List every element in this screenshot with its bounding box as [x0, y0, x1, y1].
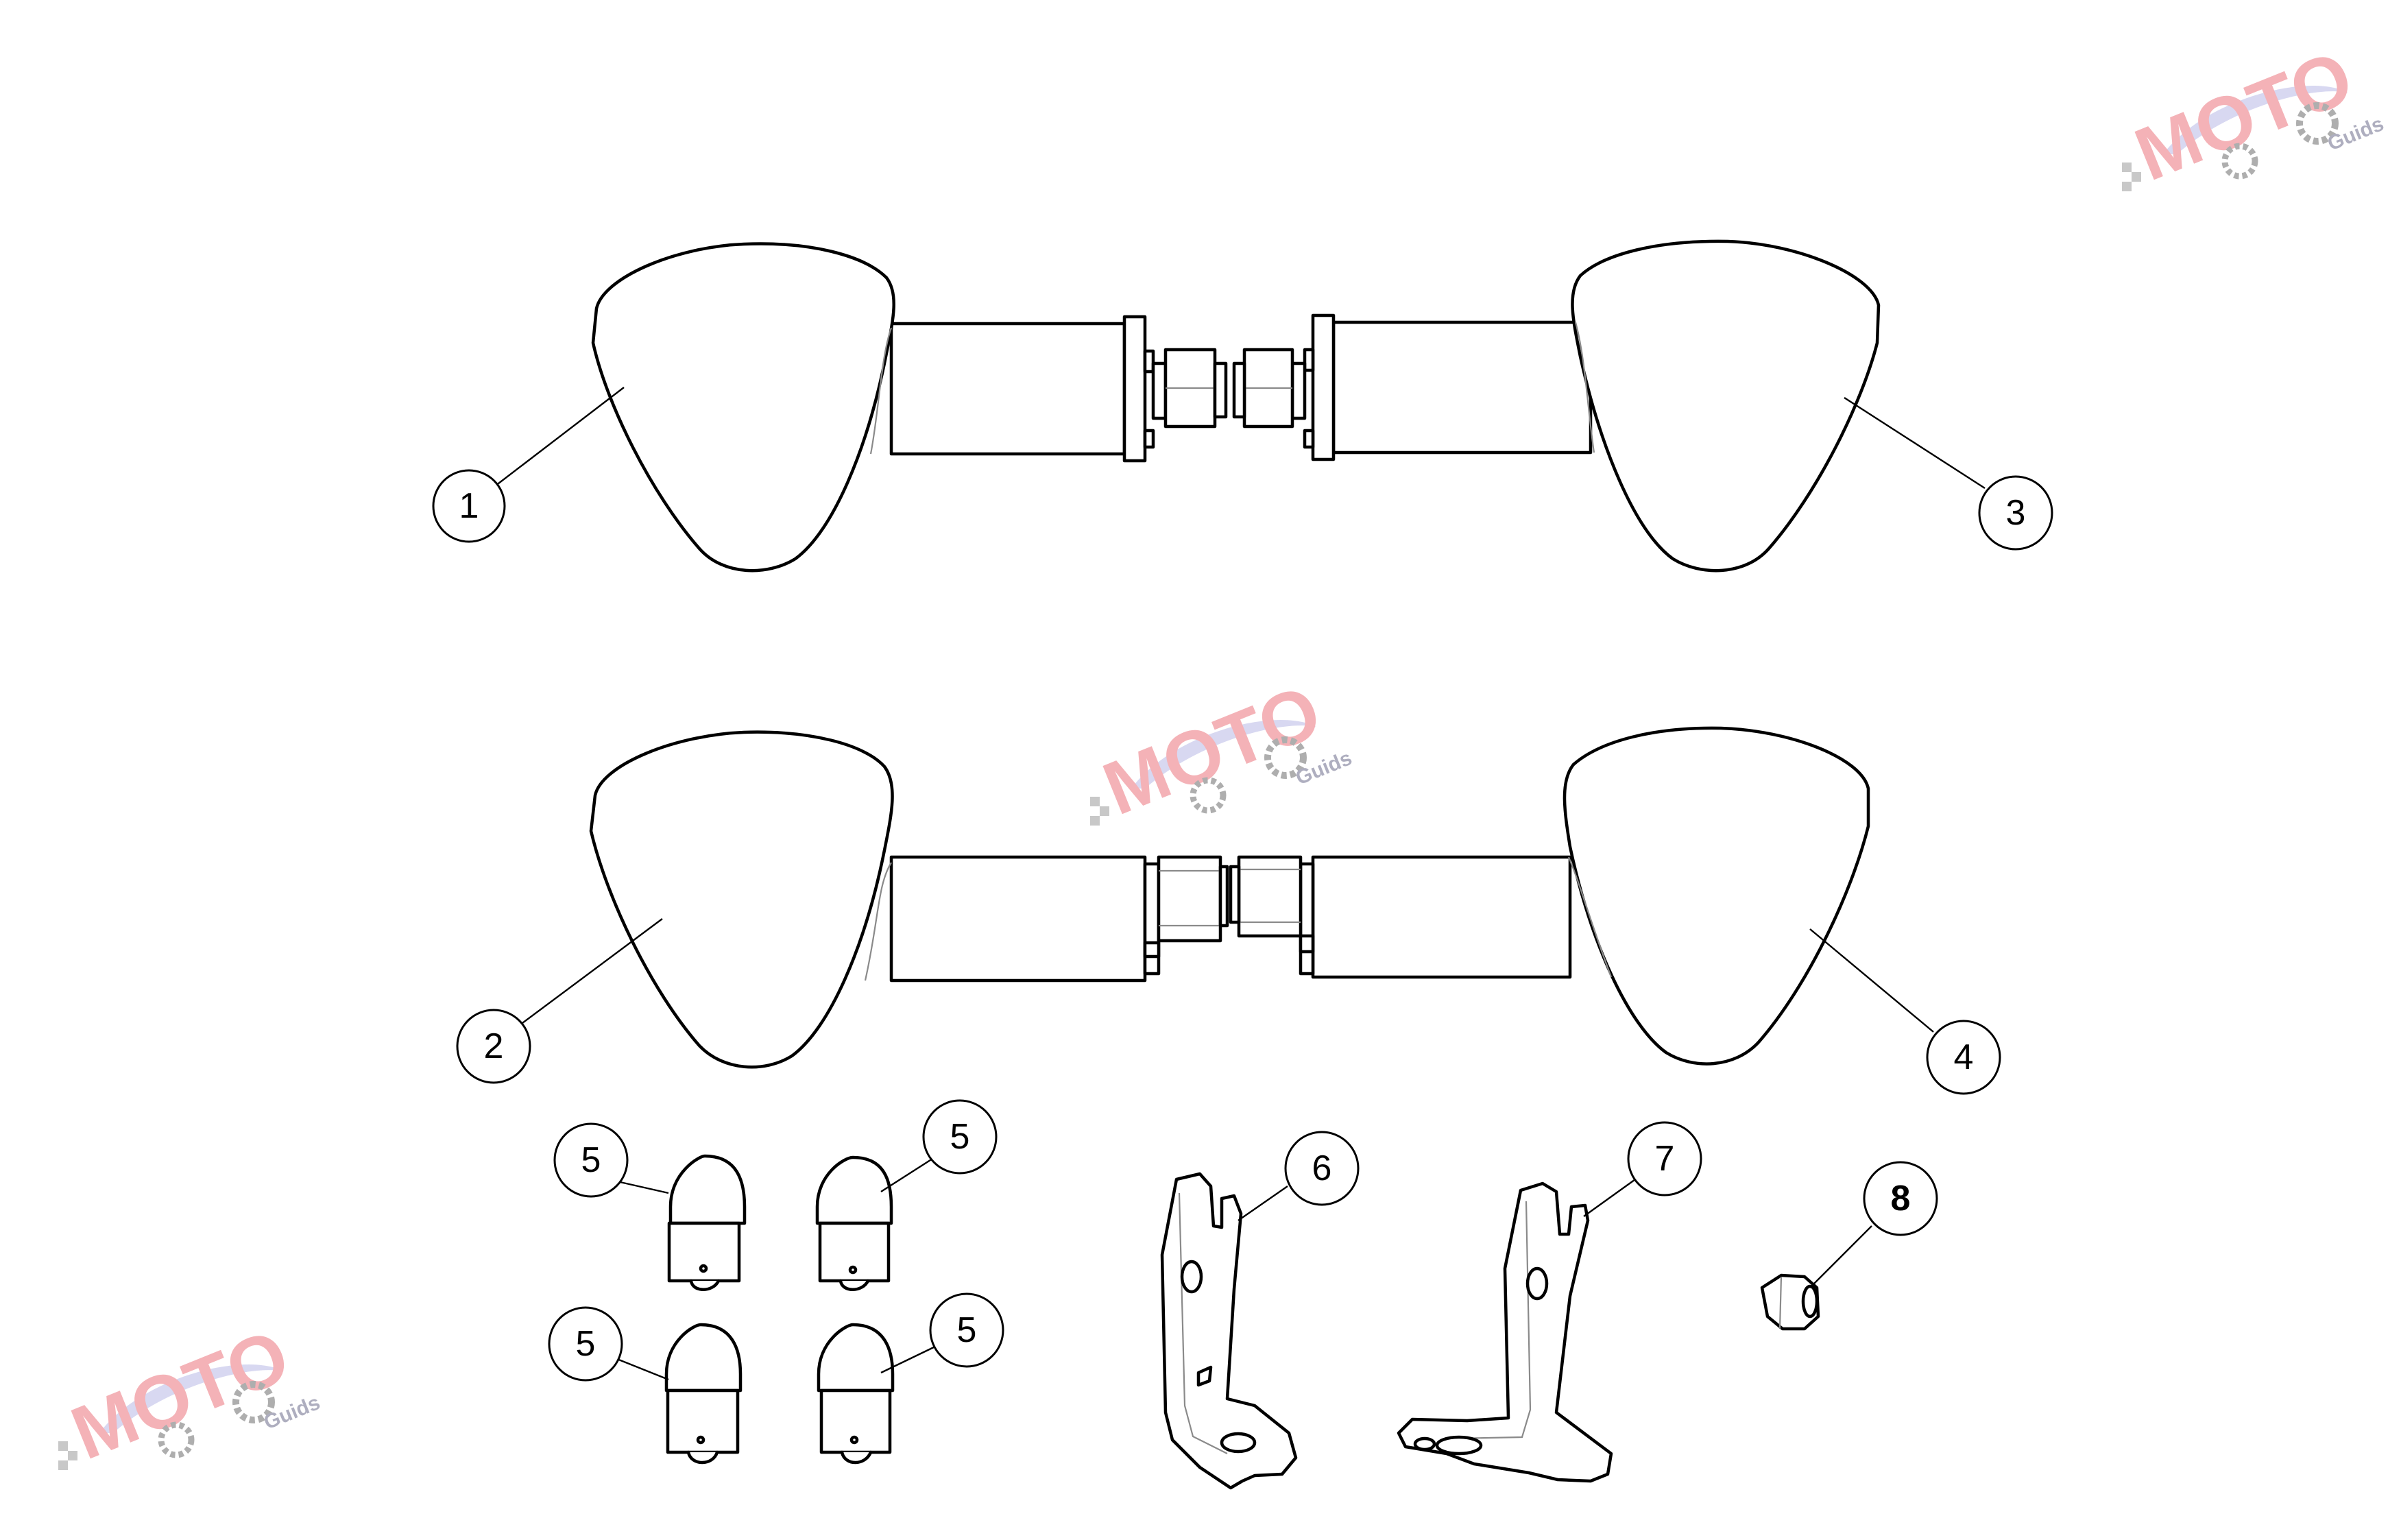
callout-2-label: 2 — [484, 1026, 504, 1066]
callout-8-label: 8 — [1891, 1179, 1911, 1218]
callout-5-bottom-left-label: 5 — [576, 1324, 596, 1364]
leader-lines — [492, 387, 1986, 1381]
bulb-bottom-left — [664, 1323, 743, 1465]
watermark-center: MOTO Guids — [1090, 669, 1355, 831]
callout-4: 4 — [1926, 1020, 2001, 1095]
callout-5-bottom-right: 5 — [929, 1292, 1004, 1368]
turn-signal-front-left — [591, 242, 1228, 573]
turn-signal-rear-left — [589, 730, 1229, 1069]
callout-5-bottom-left: 5 — [548, 1306, 623, 1382]
callout-5-top-left: 5 — [553, 1122, 629, 1198]
bulb-bottom-right — [817, 1323, 895, 1465]
watermark-top-right: MOTO Guids — [2122, 34, 2387, 197]
callout-4-label: 4 — [1954, 1037, 1974, 1077]
callout-8: 8 — [1863, 1161, 1938, 1236]
callout-6: 6 — [1284, 1131, 1360, 1206]
callout-1-label: 1 — [459, 486, 479, 526]
turn-signal-rear-right — [1229, 726, 1870, 1066]
turn-signal-front-right — [1232, 239, 1881, 573]
mounting-bracket-right — [1397, 1181, 1613, 1483]
bulb-top-left — [667, 1154, 747, 1291]
callout-6-label: 6 — [1312, 1148, 1332, 1188]
callout-7: 7 — [1627, 1121, 1702, 1196]
callout-5-top-right: 5 — [922, 1099, 998, 1175]
callout-3: 3 — [1978, 475, 2053, 551]
callout-2: 2 — [456, 1009, 531, 1084]
callout-5-top-right-label: 5 — [950, 1117, 970, 1157]
mounting-bracket-left — [1160, 1172, 1298, 1490]
watermark-bottom-left: MOTO Guids — [58, 1313, 323, 1476]
callout-7-label: 7 — [1655, 1139, 1675, 1179]
lock-nut — [1760, 1273, 1820, 1331]
callout-5-top-left-label: 5 — [581, 1140, 601, 1180]
callout-1: 1 — [432, 469, 506, 543]
bulb-top-right — [815, 1155, 893, 1291]
callout-3-label: 3 — [2006, 493, 2026, 533]
callout-5-bottom-right-label: 5 — [957, 1310, 977, 1350]
